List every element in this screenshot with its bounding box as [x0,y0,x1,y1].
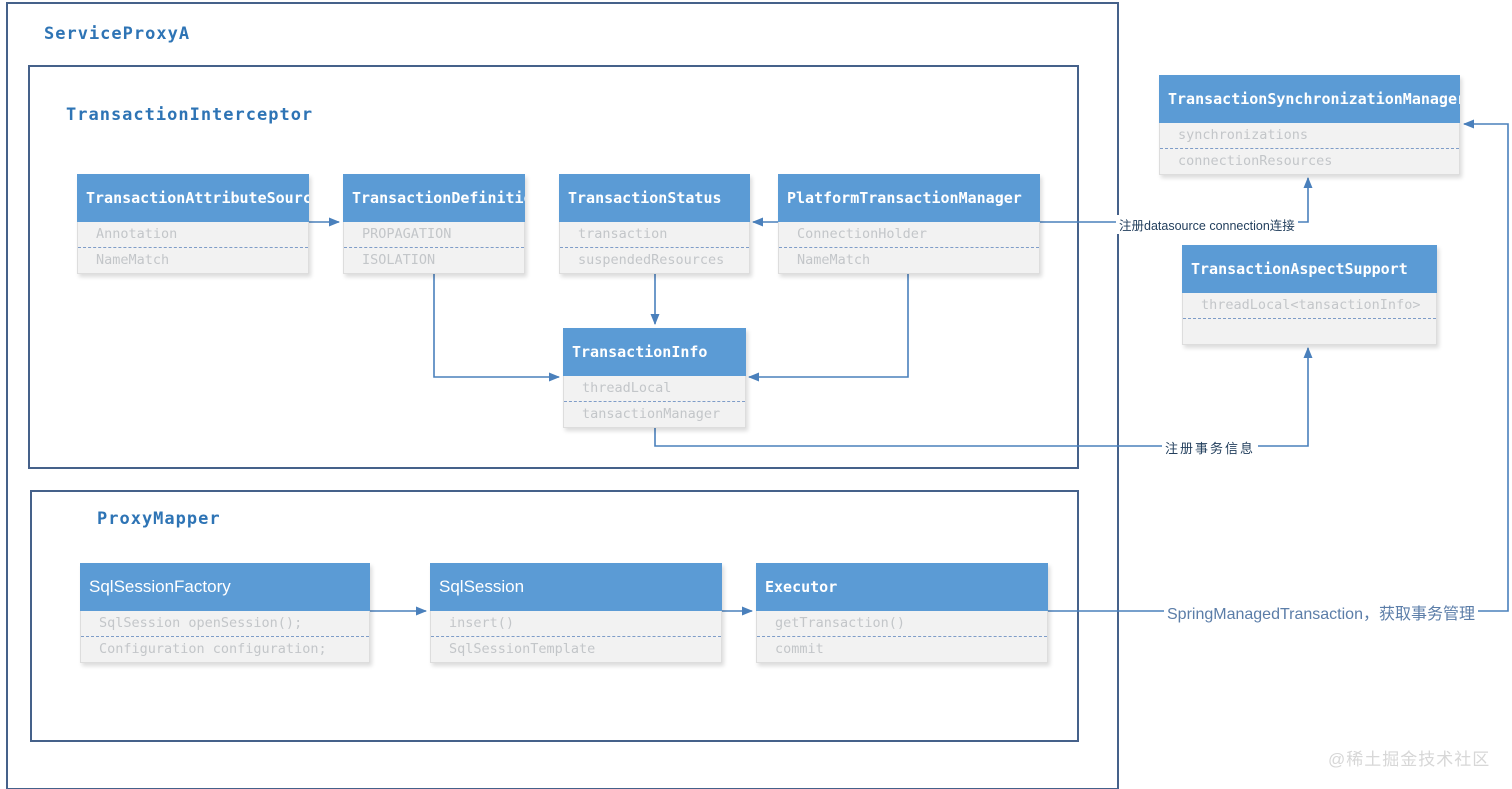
class-header: TransactionAspectSupport [1182,245,1437,293]
class-header: Executor [756,563,1048,611]
class-box-sql-session: SqlSession insert() SqlSessionTemplate [430,563,722,663]
watermark: @稀土掘金技术社区 [1328,750,1491,769]
class-field: Configuration configuration; [81,636,369,662]
class-field: SqlSessionTemplate [431,636,721,662]
class-box-sql-session-factory: SqlSessionFactory SqlSession openSession… [80,563,370,663]
class-field: transaction [578,226,668,242]
class-header: SqlSession [430,563,722,611]
class-header: TransactionInfo [563,328,746,376]
annotation-register-datasource-connection: 注册datasource connection连接 [1116,215,1298,234]
class-header: TransactionDefinition [343,174,525,222]
annotation-spring-managed-transaction: SpringManagedTransaction，获取事务管理 [1164,600,1478,624]
class-box-transaction-status: TransactionStatus transaction suspendedR… [559,174,750,274]
class-header: TransactionStatus [559,174,750,222]
class-box-transaction-aspect-support: TransactionAspectSupport threadLocal<tan… [1182,245,1437,345]
class-field: insert() [449,615,515,631]
annotation-register-transaction-info: 注册事务信息 [1162,438,1259,457]
class-box-executor: Executor getTransaction() commit [756,563,1048,663]
class-box-transaction-info: TransactionInfo threadLocal tansactionMa… [563,328,746,428]
class-field-empty [1183,318,1436,344]
class-field: connectionResources [1160,148,1459,174]
class-field: PROPAGATION [362,226,452,242]
class-field: SqlSession openSession(); [99,615,303,631]
transaction-interceptor-title: TransactionInterceptor [66,105,314,125]
class-box-transaction-synchronization-manager: TransactionSynchronizationManager synchr… [1159,75,1460,175]
proxy-mapper-title: ProxyMapper [97,509,221,529]
class-field: NameMatch [78,247,308,273]
class-header: TransactionAttributeSource [77,174,309,222]
class-field: synchronizations [1178,127,1309,143]
class-box-transaction-definition: TransactionDefinition PROPAGATION ISOLAT… [343,174,525,274]
class-field: ConnectionHolder [797,226,928,242]
class-field: commit [757,636,1047,662]
class-field: getTransaction() [775,615,906,631]
service-proxy-title: ServiceProxyA [44,24,191,44]
class-field: suspendedResources [560,247,749,273]
class-field: Annotation [96,226,178,242]
class-field: threadLocal [582,380,672,396]
class-field: threadLocal<tansactionInfo> [1201,297,1421,313]
class-header: PlatformTransactionManager [778,174,1040,222]
container-proxy-mapper [30,490,1079,742]
class-box-transaction-attribute-source: TransactionAttributeSource Annotation Na… [77,174,309,274]
class-field: tansactionManager [564,401,745,427]
class-field: NameMatch [779,247,1039,273]
class-header: SqlSessionFactory [80,563,370,611]
class-field: ISOLATION [344,247,524,273]
class-box-platform-transaction-manager: PlatformTransactionManager ConnectionHol… [778,174,1040,274]
class-header: TransactionSynchronizationManager [1159,75,1460,123]
